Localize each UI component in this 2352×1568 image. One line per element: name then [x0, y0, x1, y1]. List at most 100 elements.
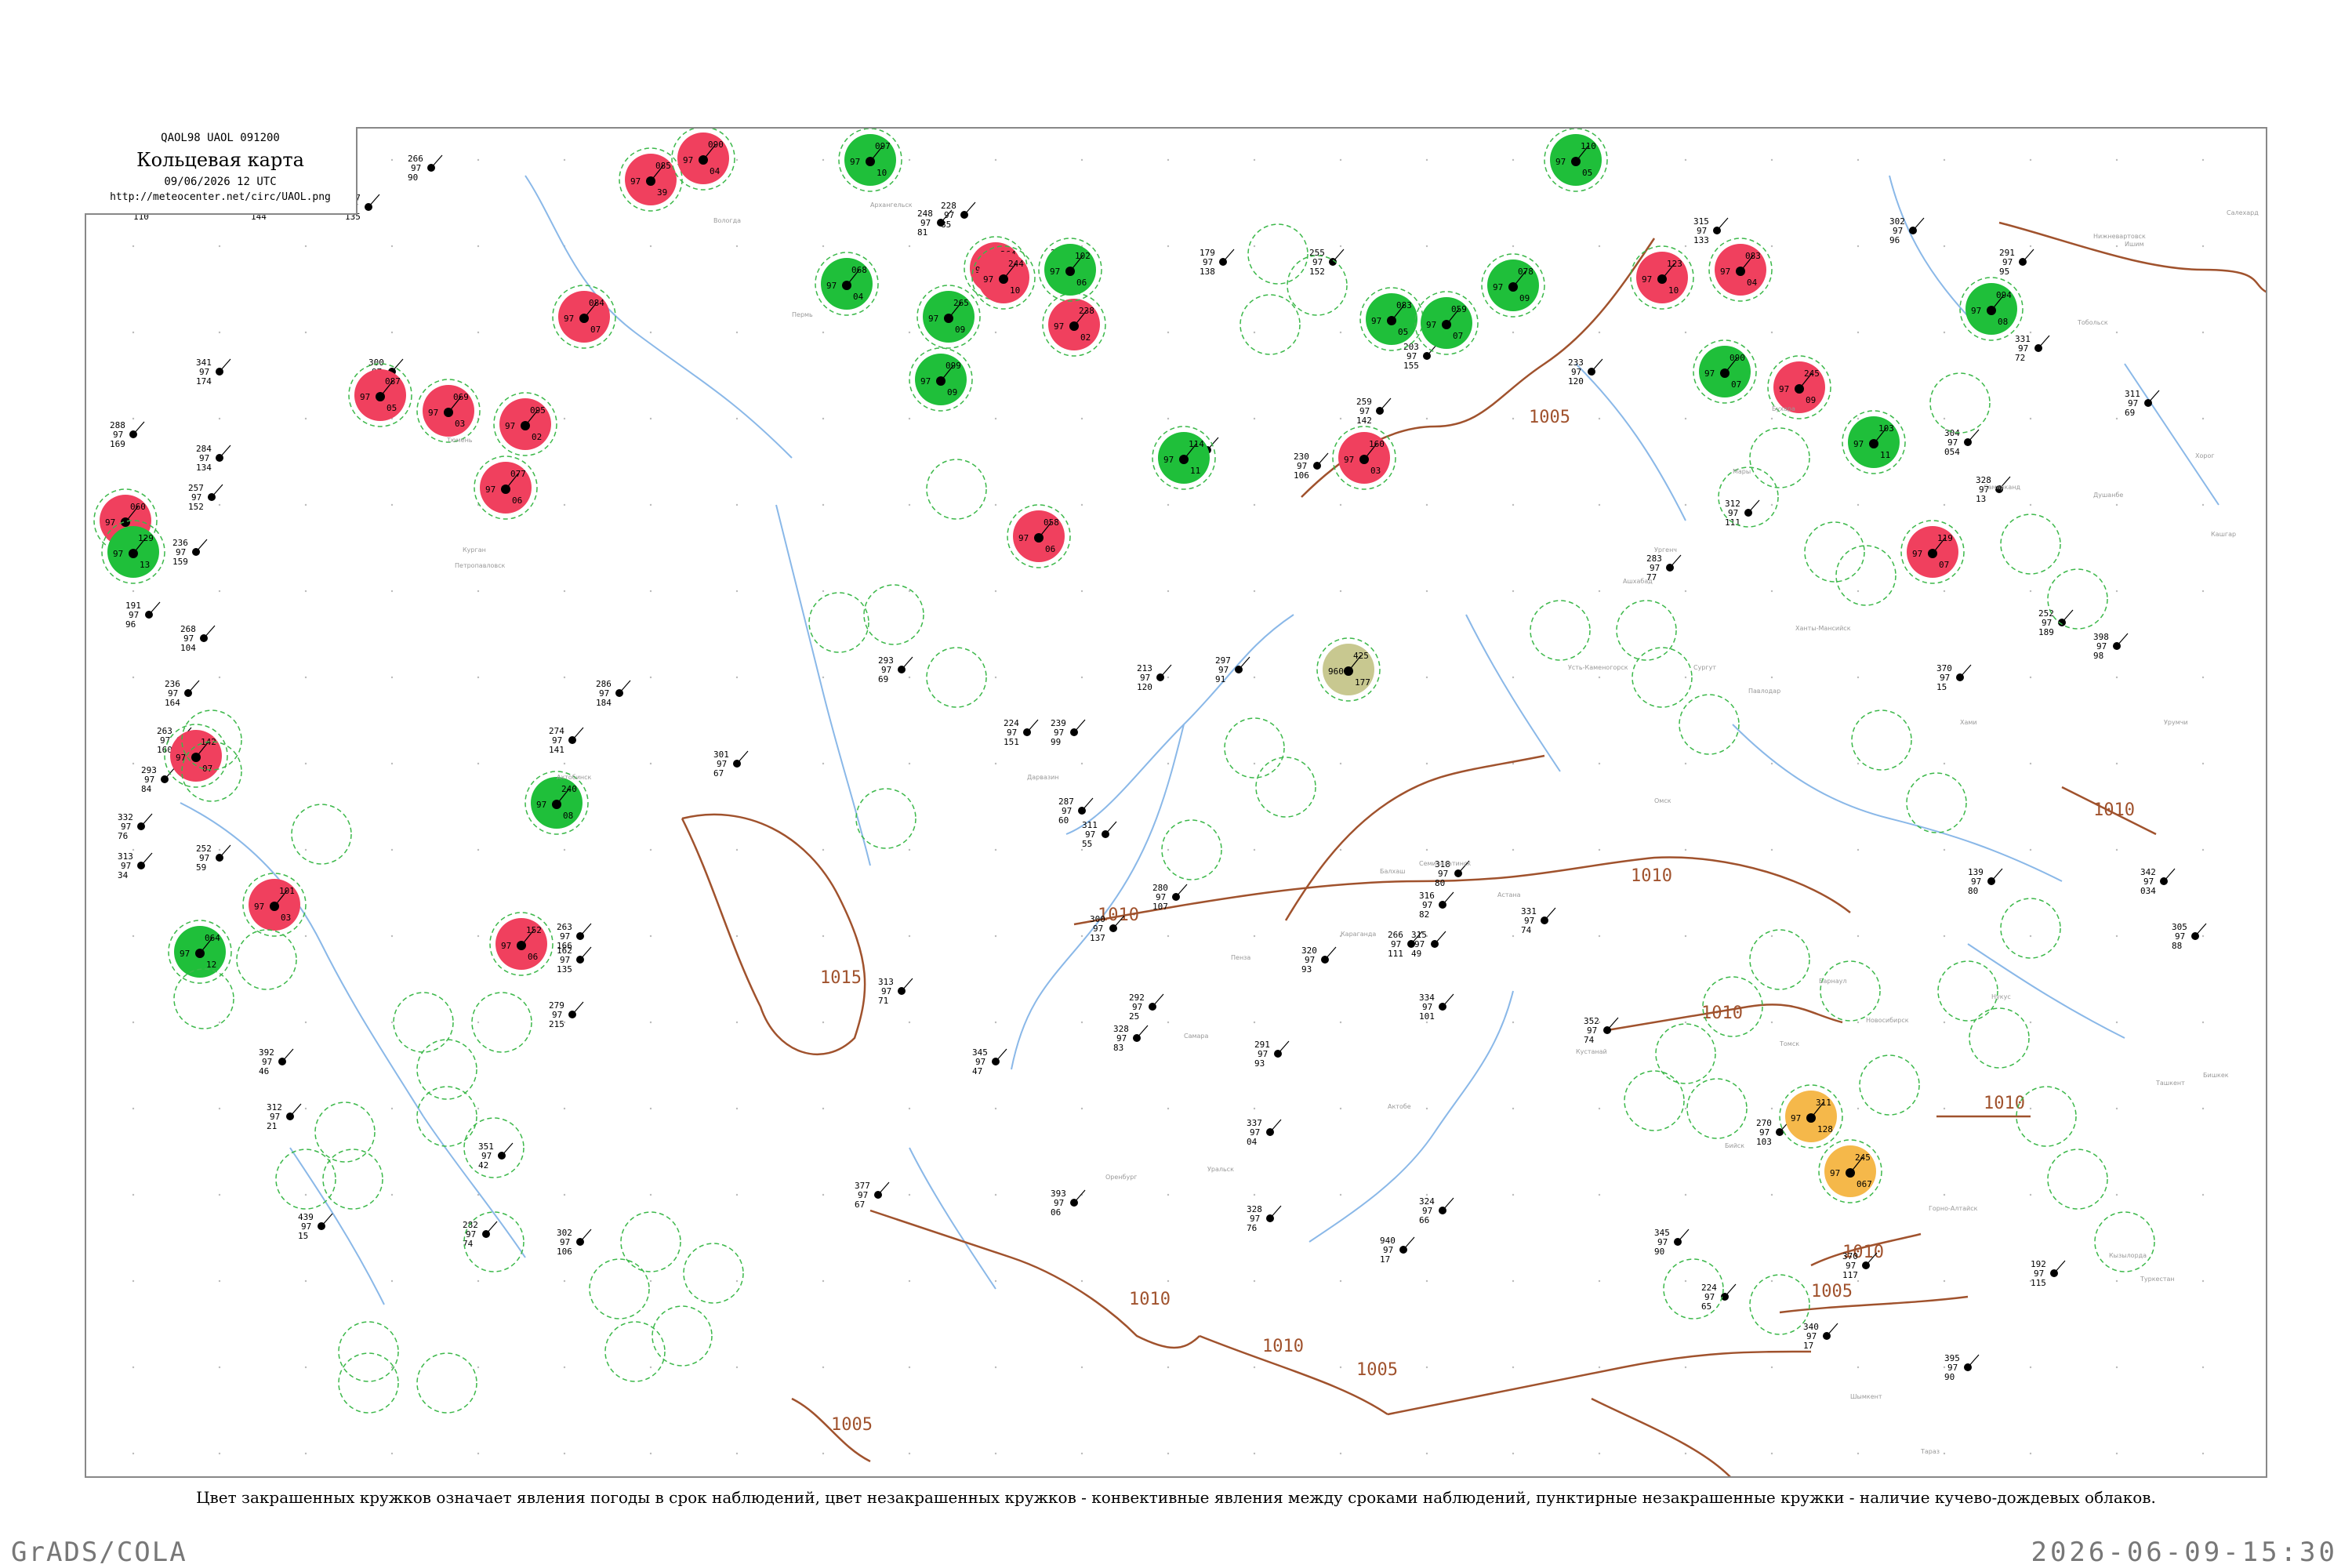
- cb-ring: [1749, 1274, 1810, 1335]
- grid-dot: [908, 245, 911, 248]
- place-name: Караганда: [1341, 931, 1376, 938]
- grid-dot: [2115, 158, 2118, 162]
- cb-ring: [1906, 772, 1967, 833]
- grid-dot: [1167, 417, 1170, 420]
- grid-dot: [822, 417, 825, 420]
- grid-dot: [1425, 935, 1428, 938]
- wind-barb: [1724, 1283, 1737, 1298]
- station-visibility: 80: [1968, 886, 1978, 896]
- cb-ring: [416, 379, 481, 443]
- grid-dot: [1943, 331, 1946, 334]
- station-visibility: 128: [1817, 1124, 1833, 1134]
- grid-dot: [1857, 1452, 1860, 1455]
- grid-dot: [908, 762, 911, 765]
- station-visibility: 60: [1058, 815, 1069, 826]
- grid-dot: [390, 676, 394, 679]
- grid-dot: [2201, 158, 2205, 162]
- cb-ring: [1859, 1054, 1920, 1116]
- wind-barb: [524, 409, 539, 426]
- isobar-label: 1005: [1529, 408, 1570, 427]
- cb-ring: [916, 285, 981, 349]
- station-visibility: 137: [1090, 933, 1105, 943]
- isobars: 1010100510101015101010101005100510051010…: [681, 221, 2266, 1476]
- place-name: Ургенч: [1654, 546, 1677, 554]
- station-pressure: 305: [2172, 922, 2187, 932]
- grid-dot: [649, 245, 652, 248]
- weather-stations: 0859739090970409797100849707087970506997…: [93, 129, 2155, 1414]
- grid-dot: [994, 331, 997, 334]
- station-pressure: 311: [1082, 820, 1098, 830]
- place-name: Ашхабад: [1623, 578, 1653, 585]
- place-name: Самарканд: [1984, 484, 2020, 491]
- station-visibility: 09: [947, 387, 957, 397]
- wind-barb: [869, 145, 884, 162]
- river-line: [909, 1147, 996, 1290]
- station-pressure: 315: [1411, 930, 1427, 940]
- cb-ring: [1481, 253, 1545, 318]
- wind-barb: [187, 680, 200, 694]
- grid-dot: [477, 1452, 480, 1455]
- cb-ring: [489, 912, 554, 976]
- station-visibility: 054: [1944, 447, 1960, 457]
- grid-dot: [1425, 1021, 1428, 1024]
- wind-barb: [132, 421, 145, 435]
- grid-dot: [218, 1279, 221, 1283]
- footer-timestamp: 2026-06-09-15:30: [2031, 1537, 2338, 1568]
- grid-dot: [994, 1021, 997, 1024]
- cb-ring: [2094, 1211, 2155, 1272]
- grid-dot: [2029, 158, 2032, 162]
- wind-barb: [1434, 931, 1446, 945]
- station-visibility: 159: [172, 557, 188, 567]
- grid-dot: [304, 417, 307, 420]
- station-temp: 97: [505, 421, 515, 431]
- wind-barb: [1740, 255, 1754, 272]
- grid-dot: [1512, 331, 1515, 334]
- cb-ring: [619, 147, 683, 212]
- wind-barb: [1446, 308, 1460, 325]
- map-url[interactable]: http://meteocenter.net/circ/UAOL.png: [110, 191, 331, 203]
- grid-dot: [908, 1193, 911, 1196]
- grid-dot: [1512, 245, 1515, 248]
- grid-dot: [822, 848, 825, 851]
- station-visibility: 120: [1137, 682, 1152, 692]
- station-temp: 97: [501, 941, 511, 951]
- grid-dot: [2029, 245, 2032, 248]
- wind-barb: [901, 656, 913, 670]
- grid-dot: [994, 590, 997, 593]
- cb-ring: [1959, 277, 2024, 341]
- station-temp: 97: [1163, 455, 1174, 465]
- wind-barb: [556, 788, 570, 805]
- station-visibility: 80: [1435, 878, 1445, 888]
- station-pressure: 270: [1756, 1118, 1772, 1128]
- grid-dot: [735, 1279, 739, 1283]
- grid-dot: [649, 1279, 652, 1283]
- station-visibility: 82: [1419, 909, 1429, 920]
- station-temp: 97: [826, 281, 837, 291]
- grid-dot: [649, 1366, 652, 1369]
- station-visibility: 34: [118, 870, 129, 880]
- wind-barb: [199, 937, 213, 954]
- place-name: Пенза: [1231, 954, 1250, 961]
- grid-dot: [563, 1107, 566, 1110]
- grid-dot: [822, 676, 825, 679]
- wind-barb: [1081, 797, 1094, 811]
- grid-dot: [390, 848, 394, 851]
- grid-dot: [649, 762, 652, 765]
- cb-ring: [863, 584, 924, 645]
- wind-barb: [1403, 1236, 1415, 1250]
- grid-dot: [1339, 1279, 1342, 1283]
- grid-dot: [908, 417, 911, 420]
- grid-dot: [1339, 762, 1342, 765]
- grid-dot: [1598, 848, 1601, 851]
- cb-ring: [314, 1102, 376, 1163]
